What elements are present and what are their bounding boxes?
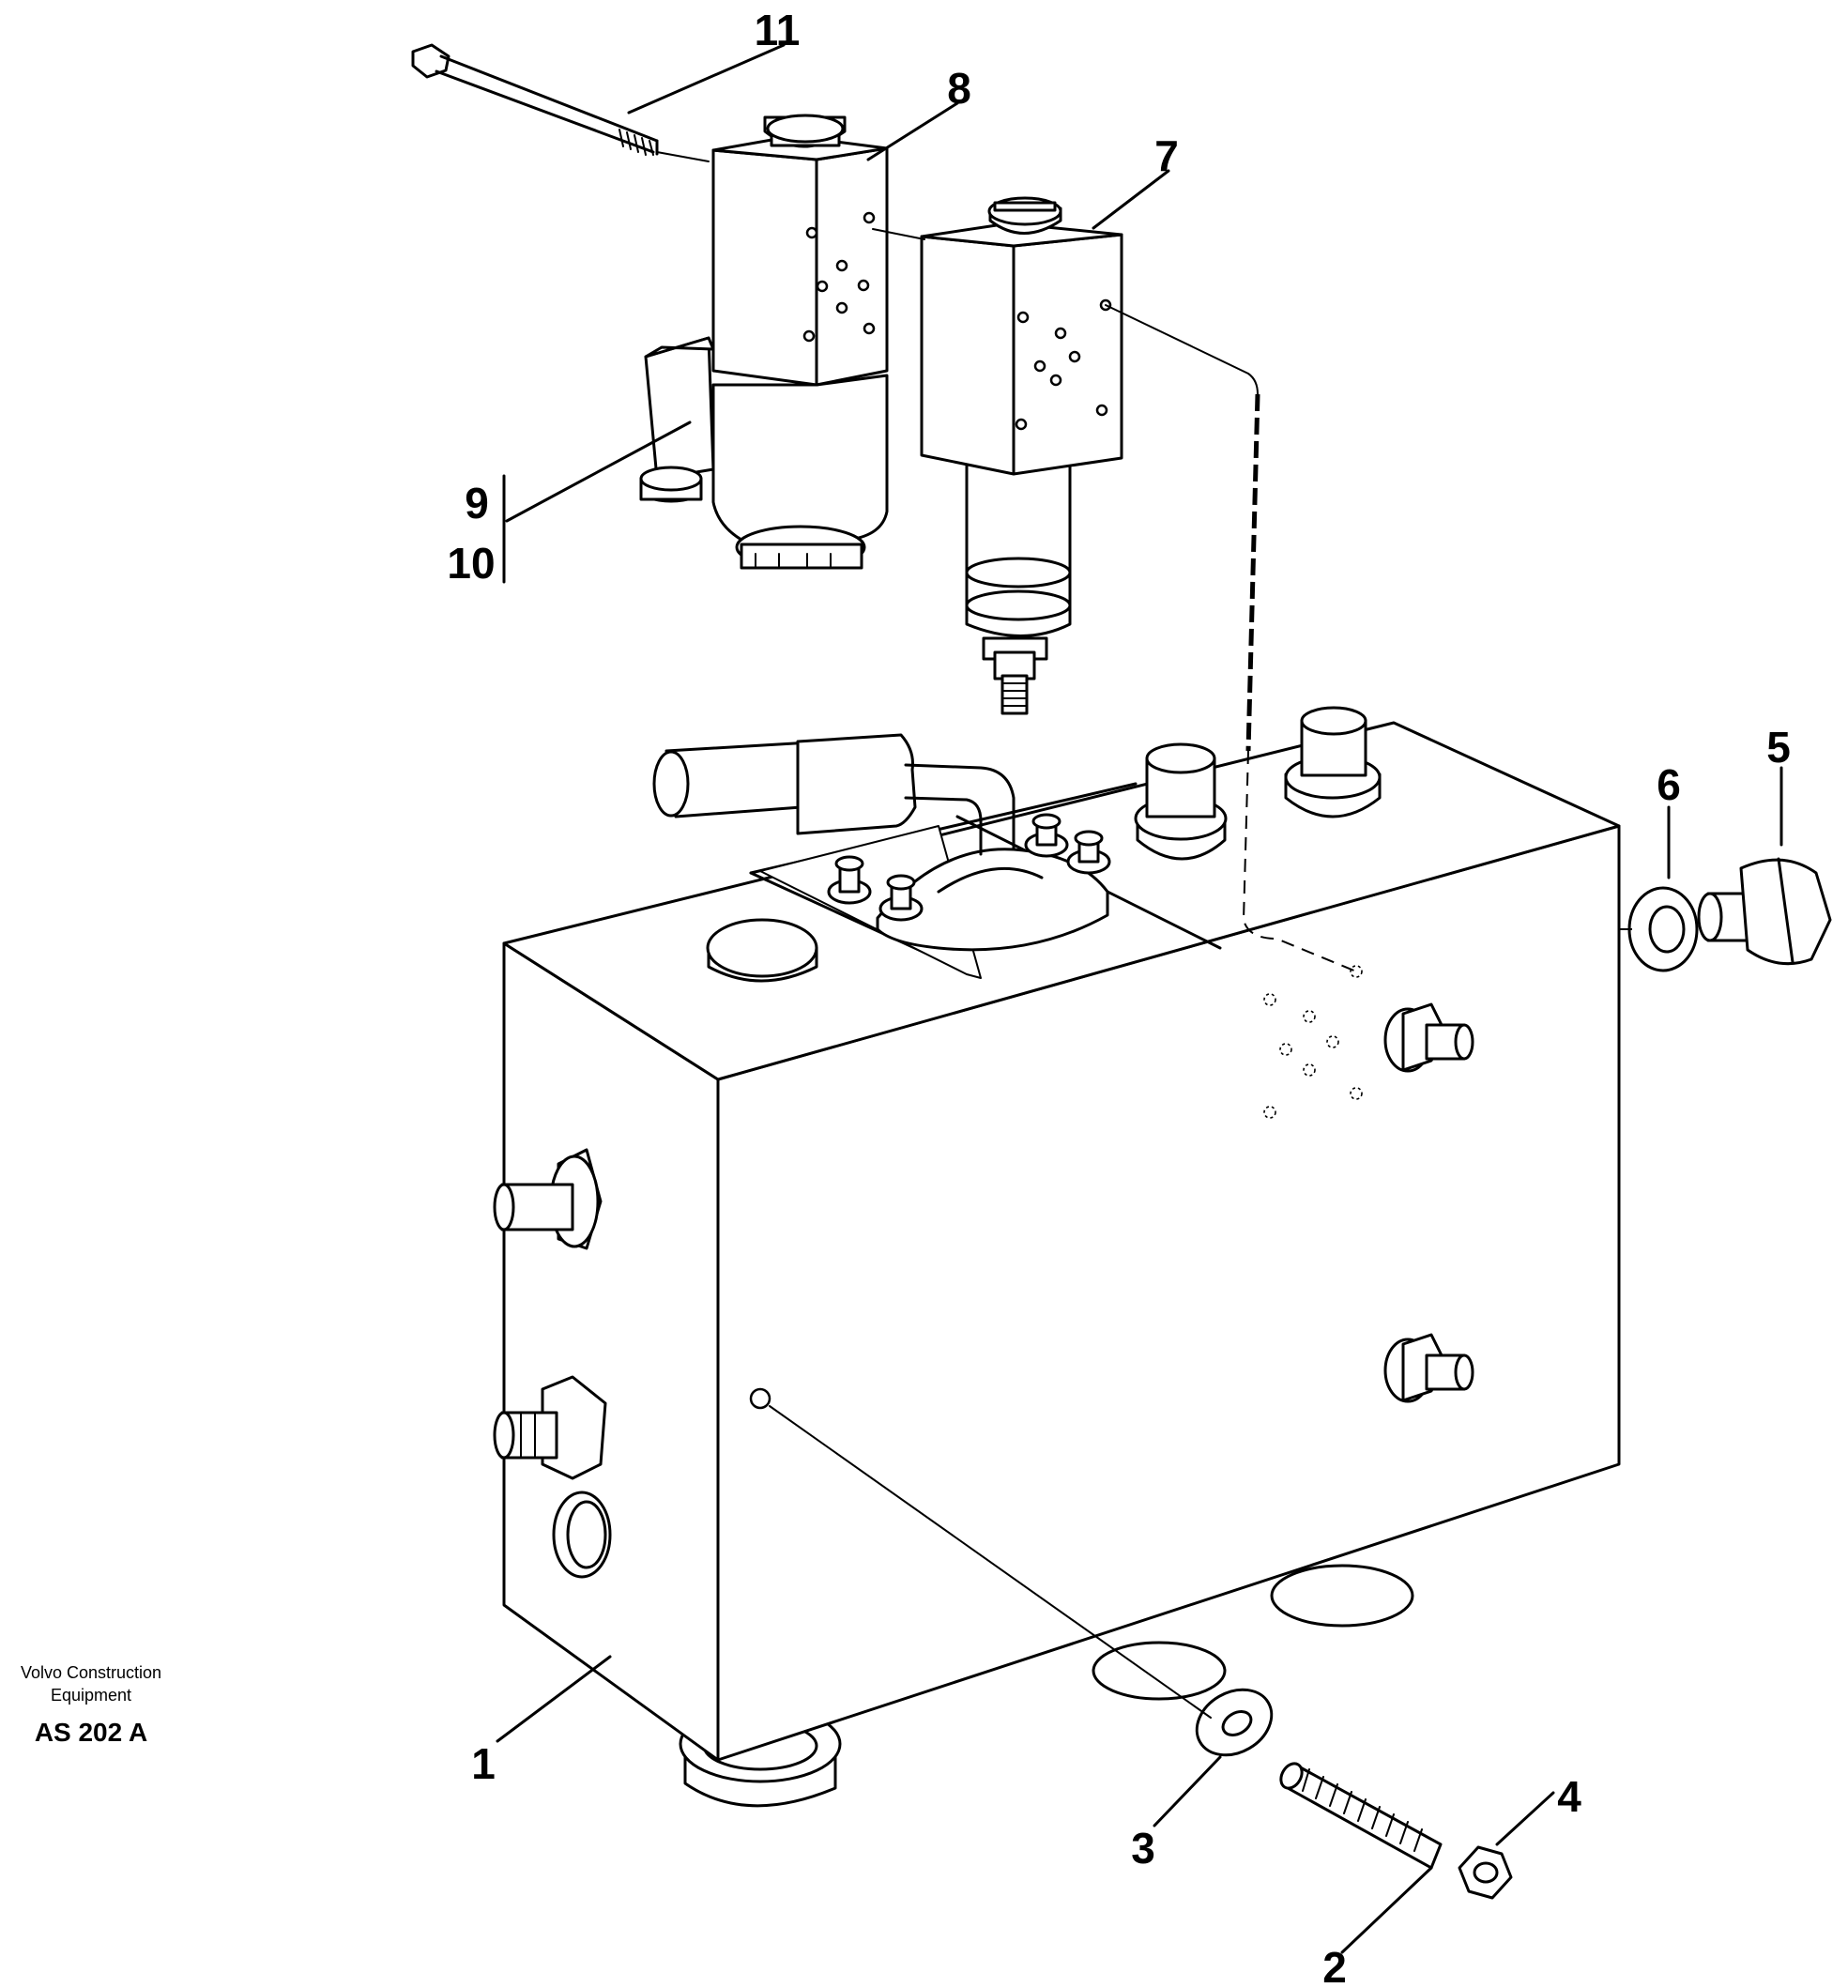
- top-plug-right: [1284, 706, 1382, 818]
- long-bolt-11: [411, 43, 659, 156]
- callout-5: 5: [1766, 723, 1791, 772]
- callout-11: 11: [755, 6, 801, 54]
- plug-5: [1697, 857, 1832, 966]
- stud-bolt-2: [1279, 1762, 1443, 1870]
- leader-9-10: [505, 421, 692, 523]
- top-cap-plug: [706, 918, 818, 983]
- credit-line-1: Volvo Construction: [21, 1663, 161, 1682]
- pipe-clamp: [827, 813, 1111, 952]
- leader-11: [627, 43, 786, 115]
- front-hole: [749, 1387, 771, 1410]
- front-threaded-port: [552, 1491, 612, 1579]
- callout-6: 6: [1657, 760, 1681, 809]
- callout-10: 10: [447, 539, 495, 588]
- solenoid-valve-8: [639, 114, 889, 570]
- washer-6: [1627, 886, 1699, 972]
- credit-line-2: Equipment: [51, 1686, 131, 1705]
- nut-4: [1458, 1845, 1513, 1900]
- clamp-bolt: [878, 874, 924, 922]
- callout-3: 3: [1131, 1824, 1155, 1873]
- hidden-hole-pattern: [1263, 965, 1363, 1119]
- leader-2: [1340, 1866, 1433, 1954]
- clamp-bolt: [827, 855, 872, 905]
- stud-lower: [1383, 1333, 1474, 1403]
- connector-plug: [639, 466, 703, 503]
- leader-3: [1153, 1755, 1222, 1827]
- callout-2: 2: [1322, 1943, 1347, 1988]
- washer-3: [1195, 1688, 1274, 1757]
- clamp-bolt: [1066, 830, 1111, 875]
- leader-4: [1495, 1791, 1555, 1846]
- leader-7: [1092, 169, 1170, 230]
- stud-upper: [1383, 1002, 1474, 1073]
- callout-8: 8: [947, 64, 971, 113]
- drawing-code: AS 202 A: [35, 1718, 147, 1747]
- front-plug-upper: [493, 1148, 603, 1250]
- valve-block: [493, 706, 1621, 1808]
- callout-1: 1: [471, 1739, 496, 1788]
- callout-7: 7: [1154, 131, 1179, 180]
- top-plug-middle: [1134, 742, 1228, 861]
- hose-pipe: [652, 733, 1016, 856]
- valve-7: [920, 196, 1123, 715]
- clamp-bolt: [1024, 813, 1069, 858]
- leader-1: [496, 1655, 612, 1743]
- callout-9: 9: [465, 479, 489, 528]
- front-plug-lower: [493, 1375, 607, 1480]
- leader-8: [866, 101, 959, 161]
- callout-4: 4: [1557, 1772, 1581, 1821]
